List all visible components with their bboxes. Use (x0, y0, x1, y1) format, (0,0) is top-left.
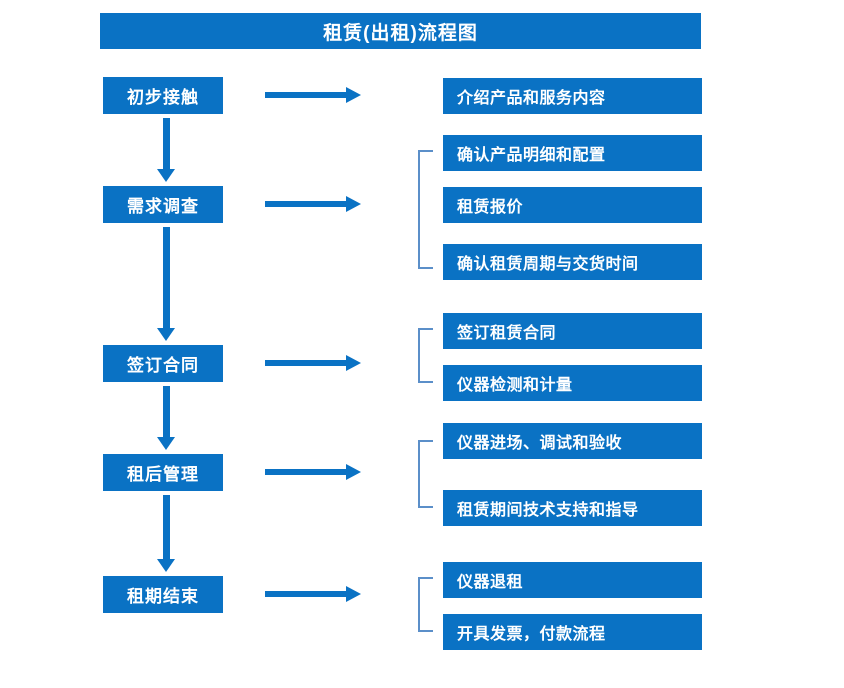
detail-box-10[interactable]: 开具发票，付款流程 (443, 614, 702, 650)
stage-box-3[interactable]: 签订合同 (103, 345, 223, 382)
detail-box-9[interactable]: 仪器退租 (443, 562, 702, 598)
stage-box-4[interactable]: 租后管理 (103, 454, 223, 491)
detail-box-5[interactable]: 签订租赁合同 (443, 313, 702, 349)
group-bracket-3 (418, 328, 433, 383)
stage-box-2[interactable]: 需求调查 (103, 186, 223, 223)
stage-box-1[interactable]: 初步接触 (103, 77, 223, 114)
detail-box-3[interactable]: 租赁报价 (443, 187, 702, 223)
stage-box-5[interactable]: 租期结束 (103, 576, 223, 613)
link-arrow-right-3 (265, 355, 361, 371)
link-arrow-right-5 (265, 586, 361, 602)
detail-box-4[interactable]: 确认租赁周期与交货时间 (443, 244, 702, 280)
detail-box-6[interactable]: 仪器检测和计量 (443, 365, 702, 401)
group-bracket-4 (418, 440, 433, 508)
detail-box-7[interactable]: 仪器进场、调试和验收 (443, 423, 702, 459)
flow-arrow-down-3 (157, 386, 175, 450)
detail-box-1[interactable]: 介绍产品和服务内容 (443, 78, 702, 114)
group-bracket-2 (418, 150, 433, 269)
group-bracket-5 (418, 577, 433, 632)
flow-arrow-down-2 (157, 227, 175, 341)
detail-box-8[interactable]: 租赁期间技术支持和指导 (443, 490, 702, 526)
flow-arrow-down-4 (157, 495, 175, 572)
link-arrow-right-4 (265, 464, 361, 480)
link-arrow-right-2 (265, 196, 361, 212)
detail-box-2[interactable]: 确认产品明细和配置 (443, 135, 702, 171)
page-title: 租赁(出租)流程图 (100, 13, 701, 49)
link-arrow-right-1 (265, 87, 361, 103)
flow-arrow-down-1 (157, 118, 175, 182)
